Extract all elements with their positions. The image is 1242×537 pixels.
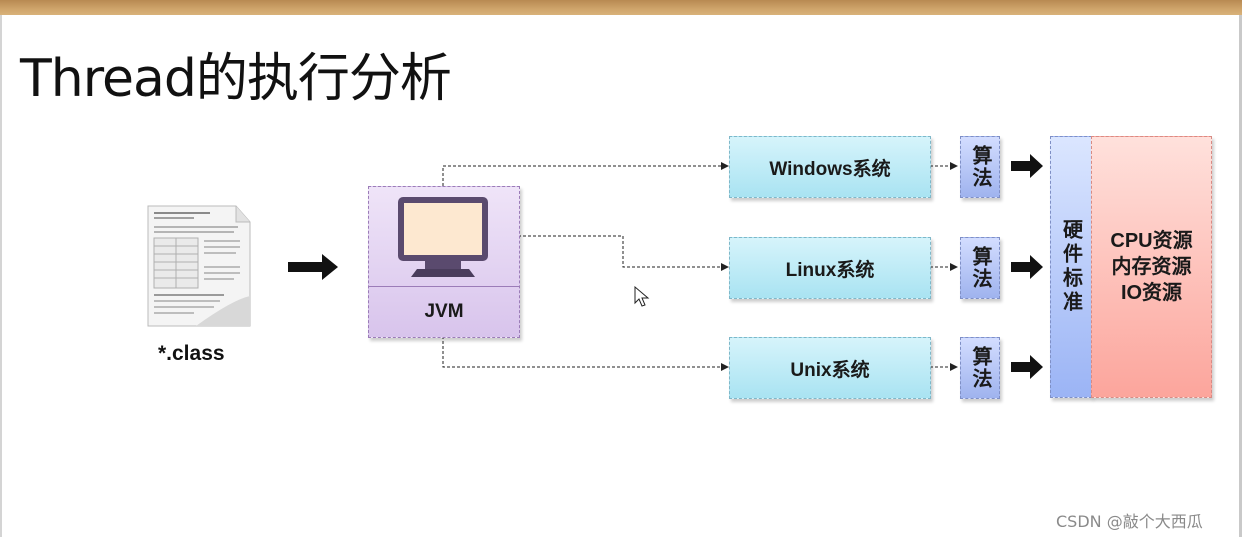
top-frame — [0, 0, 1242, 15]
left-border — [0, 15, 2, 537]
jvm-box: JVM — [368, 186, 520, 338]
windows-system-box: Windows系统 — [729, 136, 931, 198]
linux-system-box: Linux系统 — [729, 237, 931, 299]
algorithm-box-windows: 算法 — [960, 136, 1000, 198]
document-icon — [147, 205, 251, 327]
connector-jvm-linux — [518, 235, 729, 271]
unix-system-box: Unix系统 — [729, 337, 931, 399]
resource-io: IO资源 — [1120, 282, 1183, 304]
monitor-icon — [398, 197, 488, 277]
cursor-icon — [634, 286, 650, 307]
resource-memory: 内存资源 — [1111, 256, 1192, 278]
class-file-label: *.class — [158, 342, 225, 365]
block-arrow-algo2-hw — [1011, 255, 1043, 279]
jvm-label: JVM — [424, 301, 464, 322]
algorithm-box-linux: 算法 — [960, 237, 1000, 299]
hardware-standard-box: 硬件标准 — [1050, 136, 1092, 398]
block-arrow-file-to-jvm — [288, 254, 338, 280]
connector-jvm-windows — [442, 162, 729, 186]
connector-jvm-unix — [442, 336, 729, 371]
block-arrow-algo1-hw — [1011, 154, 1043, 178]
block-arrow-algo3-hw — [1011, 355, 1043, 379]
resource-cpu: CPU资源 — [1110, 230, 1193, 252]
watermark: CSDN @敲个大西瓜 — [1056, 512, 1203, 531]
jvm-divider — [369, 286, 519, 287]
slide-title: Thread的执行分析 — [20, 49, 452, 109]
algorithm-box-unix: 算法 — [960, 337, 1000, 399]
resources-box: CPU资源 内存资源 IO资源 — [1091, 136, 1212, 398]
right-border — [1239, 15, 1242, 537]
